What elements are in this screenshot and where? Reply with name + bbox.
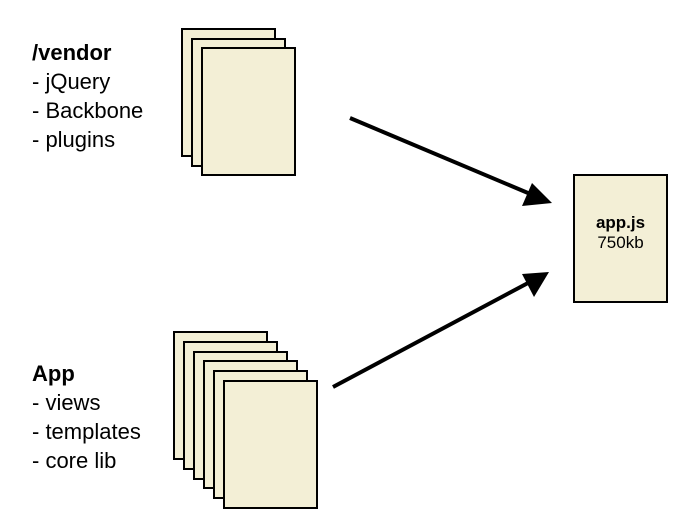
app-title: App <box>32 361 75 386</box>
app-item-templates: - templates <box>32 419 141 444</box>
app-to-output-arrow <box>332 272 549 389</box>
vendor-title: /vendor <box>32 40 112 65</box>
app-item-core-lib: - core lib <box>32 448 117 473</box>
vendor-group-label: /vendor - jQuery - Backbone - plugins <box>32 38 143 154</box>
output-file-name: app.js <box>595 212 646 232</box>
vendor-item-backbone: - Backbone <box>32 98 144 123</box>
app-item-views: - views <box>32 390 101 415</box>
vendor-item-plugins: - plugins <box>32 127 116 152</box>
output-file-size: 750kb <box>597 232 644 252</box>
vendor-arrowhead <box>522 183 552 206</box>
vendor-item-jquery: - jQuery <box>32 69 111 94</box>
output-file: app.js 750kb <box>573 174 668 303</box>
vendor-file-page <box>201 47 296 176</box>
app-arrowhead <box>522 272 549 297</box>
app-file-page <box>223 380 318 509</box>
vendor-to-output-arrow <box>349 116 552 206</box>
app-group-label: App - views - templates - core lib <box>32 359 141 475</box>
